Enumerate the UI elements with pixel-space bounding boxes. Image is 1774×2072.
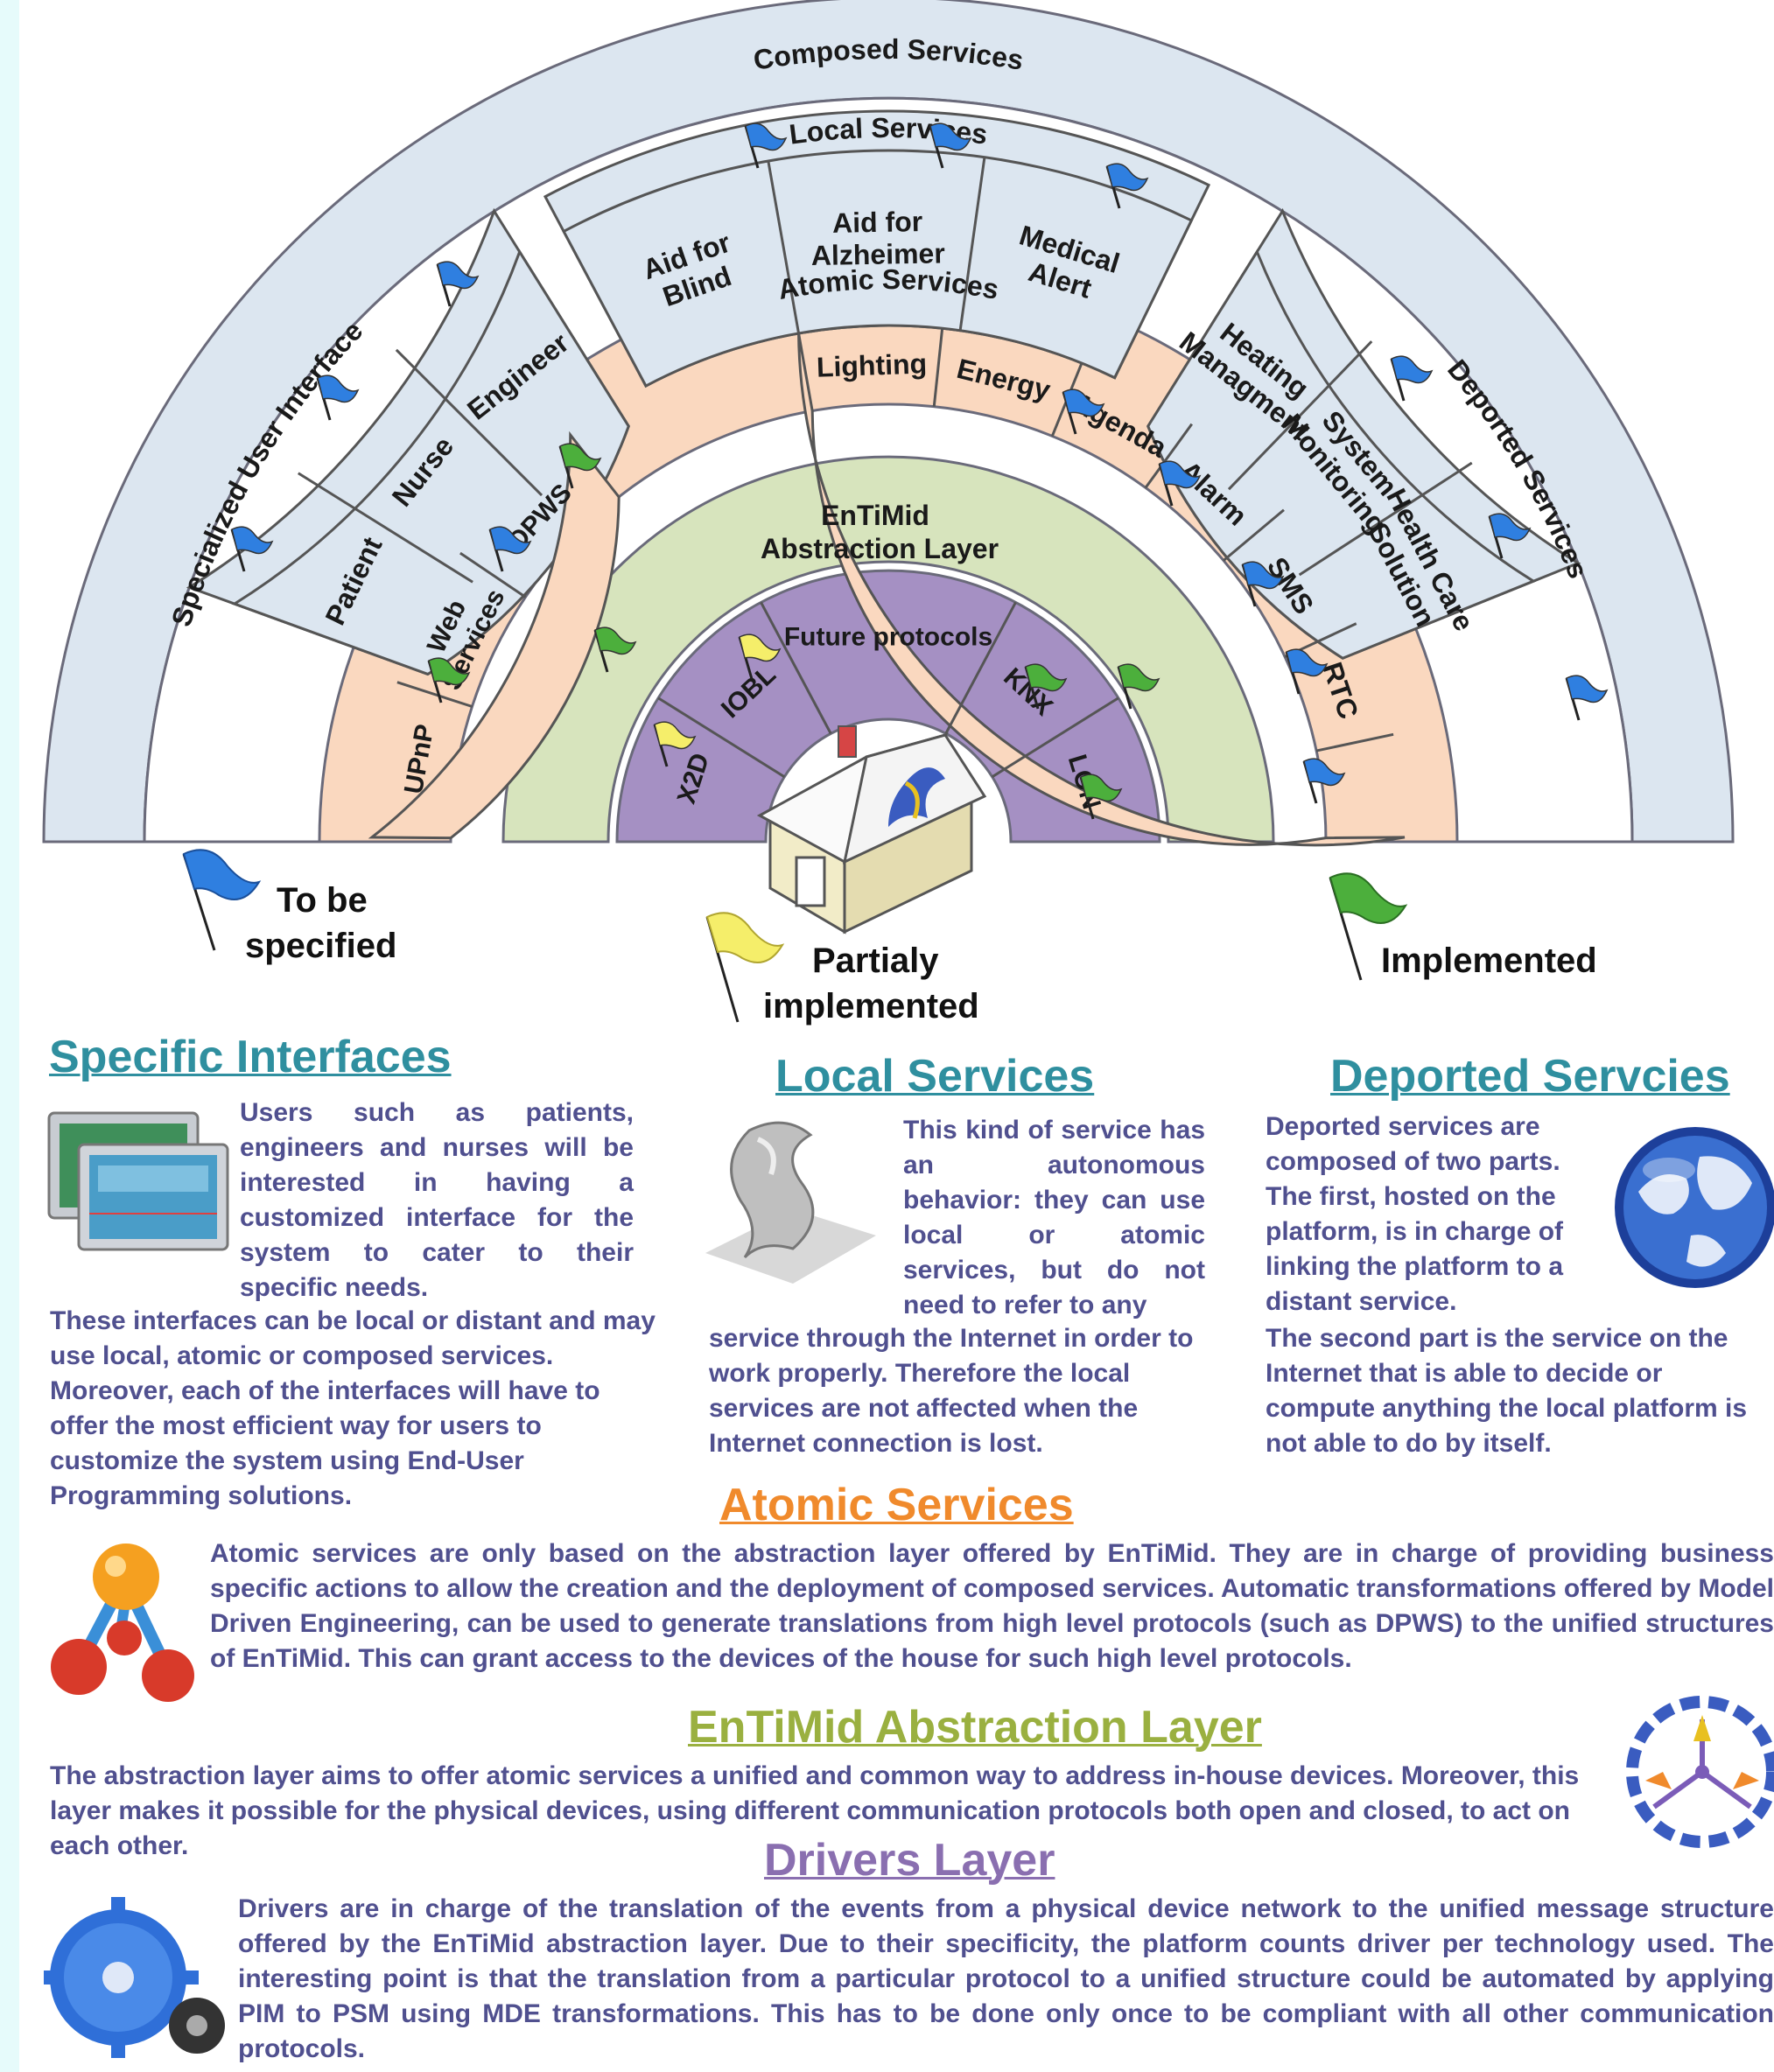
house-icon xyxy=(756,725,987,934)
deported-services-items-block xyxy=(1146,248,1537,660)
flag-icon-9 xyxy=(1565,675,1609,721)
local-services-text2: service through the Internet in order to… xyxy=(709,1324,1194,1458)
flag-icon-12 xyxy=(1241,561,1285,607)
atomic-divider-3 xyxy=(1144,423,1194,489)
atomic-item-1-line1: Lighting xyxy=(816,347,927,382)
molecule-icon xyxy=(51,1544,194,1702)
atomic-divider-1 xyxy=(932,328,944,407)
flag-icon-18 xyxy=(593,626,637,673)
local-box-2-divider xyxy=(958,157,986,331)
legend-implemented: Implemented xyxy=(1381,942,1597,980)
abstraction-layer-section-title: EnTiMid Abstraction Layer xyxy=(688,1702,1262,1753)
flag-icon-13 xyxy=(1285,648,1329,695)
atomic-services-text: Atomic services are only based on the ab… xyxy=(210,1539,1774,1673)
legend-to-be-specified-line1: To be xyxy=(277,881,368,920)
flag-icon-3 xyxy=(1105,163,1149,209)
left-edge-strip xyxy=(0,0,19,2072)
deported-services-text1: Deported services are composed of two pa… xyxy=(1266,1112,1564,1316)
legend-partially-line1: Partialy xyxy=(812,942,939,980)
legend-partially-line2: implemented xyxy=(763,987,979,1026)
abstraction-layer-subtitle: Abstraction Layer xyxy=(761,533,999,564)
flag-icon-4 xyxy=(436,261,480,307)
driver-item-3-line1: Future protocols xyxy=(784,623,992,652)
local-box-1-divider xyxy=(767,160,801,334)
atomic-divider-4 xyxy=(1223,508,1285,562)
entimid-logo-icon xyxy=(1626,1696,1774,1848)
flag-icon-21 xyxy=(1079,774,1123,820)
driver-divider-3 xyxy=(944,601,1017,735)
drivers-layer-title: Drivers Layer xyxy=(764,1835,1055,1886)
gears-icon xyxy=(44,1897,225,2058)
drivers-layer-text: Drivers are in charge of the translation… xyxy=(238,1894,1774,2063)
local-services-text1: This kind of service has an autonomous b… xyxy=(903,1116,1205,1320)
abstraction-layer-ring xyxy=(501,455,1275,844)
legend-to-be-specified: To be specified xyxy=(245,878,396,969)
globe-icon xyxy=(1615,1127,1774,1288)
flag-icon-6 xyxy=(230,526,274,572)
flag-icon-17 xyxy=(427,657,471,704)
atomic-services-title: Atomic Services xyxy=(719,1480,1074,1530)
specialized-ui-items-block xyxy=(231,248,630,676)
flag-icon-16 xyxy=(488,526,532,572)
legend-green-flag-icon xyxy=(1329,872,1408,981)
atomic-divider-6 xyxy=(1315,732,1394,752)
architecture-diagram: Composed Services Local Services Special… xyxy=(42,0,1735,934)
legend-yellow-flag-icon xyxy=(705,912,785,1023)
local-item-2-line2: Alzheimer xyxy=(811,237,946,271)
abstraction-layer-text: The abstraction layer aims to offer atom… xyxy=(50,1761,1580,1860)
flag-icon-2 xyxy=(929,122,972,169)
scroll-icon xyxy=(705,1121,876,1284)
specific-interfaces-title: Specific Interfaces xyxy=(49,1032,452,1082)
protocol-divider-1 xyxy=(396,681,473,708)
legend-partially-implemented: Partialy implemented xyxy=(763,938,979,1029)
local-services-title: Local Services xyxy=(775,1051,1095,1102)
ui-divider-1 xyxy=(298,472,473,584)
flag-icon-1 xyxy=(744,122,788,169)
deported-divider-1 xyxy=(1227,340,1373,491)
flag-icon-10 xyxy=(1062,388,1105,435)
protocol-items-block xyxy=(368,430,621,840)
specific-interfaces-text2: These interfaces can be local or distant… xyxy=(50,1306,656,1510)
flag-icon-7 xyxy=(1390,355,1434,402)
flag-icon-8 xyxy=(1488,513,1532,559)
driver-divider-4 xyxy=(991,696,1119,779)
flag-icon-22 xyxy=(738,634,782,680)
monitors-icon xyxy=(47,1111,229,1251)
local-item-2-line1: Aid for xyxy=(832,206,923,239)
flag-icon-15 xyxy=(558,443,602,489)
flag-icon-5 xyxy=(316,374,360,421)
legend-to-be-specified-line2: specified xyxy=(245,927,397,965)
driver-item-3: Future protocols xyxy=(784,623,992,652)
flag-icon-19 xyxy=(1117,663,1160,710)
atomic-item-1: Lighting xyxy=(816,347,927,382)
legend-blue-flag-icon xyxy=(182,849,262,951)
driver-divider-2 xyxy=(760,601,832,735)
atomic-items-block xyxy=(797,332,1406,847)
local-item-2: Aid forAlzheimer xyxy=(810,206,945,271)
flag-icon-20 xyxy=(1024,663,1068,710)
deported-services-title: Deported Servcies xyxy=(1330,1051,1730,1102)
deported-divider-2 xyxy=(1298,461,1473,577)
flag-icon-23 xyxy=(653,721,697,767)
abstraction-layer-title: EnTiMid xyxy=(821,500,929,531)
protocol-divider-2 xyxy=(459,551,527,598)
flag-icon-11 xyxy=(1158,460,1202,507)
local-services-items-block xyxy=(562,149,1194,388)
flag-icon-14 xyxy=(1302,758,1346,804)
deported-services-text2: The second part is the service on the In… xyxy=(1266,1324,1748,1458)
driver-divider-1 xyxy=(657,696,786,779)
specific-interfaces-text1: Users such as patients, engineers and nu… xyxy=(240,1098,634,1302)
ui-divider-2 xyxy=(395,348,543,497)
